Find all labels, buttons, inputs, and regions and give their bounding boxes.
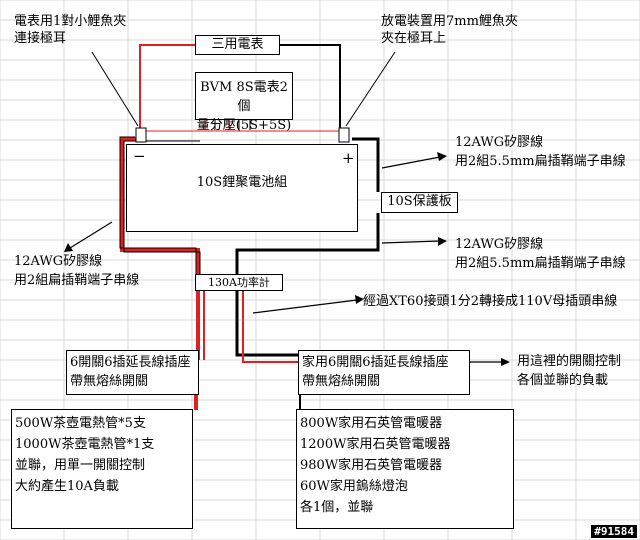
right-load-line5: 各1個，並聯 xyxy=(300,500,374,515)
label-left-mid-line2: 用2組扁插鞘端子串線 xyxy=(14,273,140,288)
main-negative-outline xyxy=(119,136,201,275)
minus-sign: − xyxy=(133,147,146,165)
left-load-line1: 500W茶壺電熱管*5支 xyxy=(15,416,146,431)
left-load-line3: 並聯，用單一開關控制 xyxy=(15,458,146,473)
power-meter-box: 130A功率計 xyxy=(195,274,283,291)
main-positive-wire xyxy=(235,137,380,357)
label-right-mid2-line2: 用2組5.5mm扁插鞘端子串線 xyxy=(455,256,626,271)
battery-label: 10S鋰聚電池組 xyxy=(196,175,288,190)
meter-black-lead xyxy=(280,44,341,130)
bvm-black-leads xyxy=(214,120,251,130)
bvm-box: BVM 8S電表2個 量分壓(5S+5S) xyxy=(195,72,293,133)
label-top-left: 電表用1對小鯉魚夾 連接極耳 xyxy=(14,13,126,47)
plus-sign: + xyxy=(342,149,355,167)
battery-pack-box: 10S鋰聚電池組 xyxy=(126,144,358,232)
outlet-red-wire xyxy=(242,290,298,363)
label-top-right-line1: 放電裝置用7mm鯉魚夾 xyxy=(381,14,518,29)
label-left-mid-line1: 12AWG矽膠線 xyxy=(14,254,103,269)
watermark: #91584 xyxy=(591,525,637,538)
right-load-line3: 980W家用石英管電暖器 xyxy=(300,458,443,473)
right-load-line4: 60W家用鎢絲燈泡 xyxy=(300,479,408,494)
right-power-strip-box: 家用6開關6插延長線插座 帶無熔絲開關 xyxy=(298,350,470,395)
right-load-box: 800W家用石英管電暖器 1200W家用石英管電暖器 980W家用石英管電暖器 … xyxy=(296,409,514,529)
bvm-red-leads xyxy=(204,120,230,130)
power-meter-label: 130A功率計 xyxy=(208,276,270,289)
right-load-line2: 1200W家用石英管電暖器 xyxy=(300,437,451,452)
main-negative-wire xyxy=(120,137,200,410)
label-top-right: 放電裝置用7mm鯉魚夾 夾在極耳上 xyxy=(381,13,518,47)
strip-note-line2: 各個並聯的負載 xyxy=(517,373,609,388)
label-strip-note: 用這裡的開關控制 各個並聯的負載 xyxy=(517,352,621,390)
left-strip-line2: 帶無熔絲開關 xyxy=(70,374,149,389)
multimeter-label: 三用電表 xyxy=(211,37,264,52)
arrow-heads xyxy=(64,152,510,366)
positive-terminal xyxy=(338,127,350,143)
label-right-mid2-line1: 12AWG矽膠線 xyxy=(455,237,544,252)
right-load-line1: 800W家用石英管電暖器 xyxy=(300,416,443,431)
right-strip-line2: 帶無熔絲開關 xyxy=(302,374,381,389)
label-xt60: 經過XT60接頭1分2轉接成110V母插頭串線 xyxy=(363,294,618,309)
left-load-line4: 大約產生10A負載 xyxy=(15,479,119,494)
protection-board-label: 10S保護板 xyxy=(387,194,452,209)
arrows xyxy=(69,156,503,363)
left-load-line2: 1000W茶壺電熱管*1支 xyxy=(15,437,155,452)
label-right-mid1-line1: 12AWG矽膠線 xyxy=(455,135,544,150)
label-right-mid2: 12AWG矽膠線 用2組5.5mm扁插鞘端子串線 xyxy=(455,235,626,273)
label-right-mid1: 12AWG矽膠線 用2組5.5mm扁插鞘端子串線 xyxy=(455,133,626,171)
callout-lines xyxy=(91,51,396,127)
protection-board-box: 10S保護板 xyxy=(381,192,458,213)
label-right-mid1-line2: 用2組5.5mm扁插鞘端子串線 xyxy=(455,154,626,169)
negative-terminal xyxy=(135,127,147,143)
left-load-box: 500W茶壺電熱管*5支 1000W茶壺電熱管*1支 並聯，用單一開關控制 大約… xyxy=(11,409,193,529)
right-strip-line1: 家用6開關6插延長線插座 xyxy=(302,355,449,370)
label-left-mid: 12AWG矽膠線 用2組扁插鞘端子串線 xyxy=(14,252,139,290)
multimeter-box: 三用電表 xyxy=(195,35,280,55)
left-strip-line1: 6開關6插延長線插座 xyxy=(70,355,191,370)
bvm-line1: BVM 8S電表2個 xyxy=(200,80,288,114)
meter-red-lead xyxy=(139,44,195,130)
bvm-line2: 量分壓(5S+5S) xyxy=(196,118,292,133)
label-top-left-line2: 連接極耳 xyxy=(14,31,67,46)
label-top-right-line2: 夾在極耳上 xyxy=(381,31,447,46)
label-top-left-line1: 電表用1對小鯉魚夾 xyxy=(14,14,127,29)
strip-note-line1: 用這裡的開關控制 xyxy=(517,354,622,369)
left-power-strip-box: 6開關6插延長線插座 帶無熔絲開關 xyxy=(66,350,199,395)
